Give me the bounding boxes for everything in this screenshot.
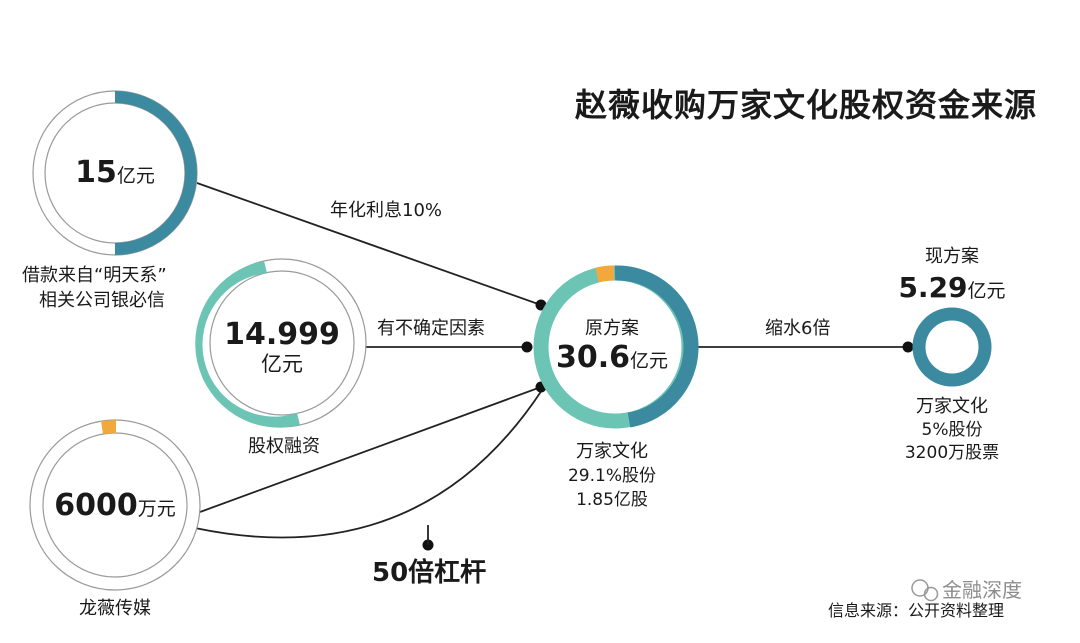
loan-ring bbox=[32, 90, 198, 256]
loan-caption-line2: 相关公司银必信 bbox=[39, 290, 165, 311]
equity-ring bbox=[195, 258, 367, 428]
original-plan-amount: 30.6亿元 bbox=[556, 340, 668, 376]
leverage-label: 50倍杠杆 bbox=[372, 558, 487, 588]
shrink-label: 缩水6倍 bbox=[765, 318, 831, 339]
loan-edge-label: 年化利息10% bbox=[330, 200, 443, 221]
longwei-amount-value: 6000 bbox=[54, 488, 138, 523]
edge-longwei-to-original bbox=[199, 386, 542, 513]
current-plan-amount-value: 5.29 bbox=[898, 271, 968, 304]
equity-amount-value: 14.999 bbox=[224, 317, 340, 352]
original-plan-amount-value: 30.6 bbox=[555, 340, 631, 375]
current-plan-stake: 5%股份 bbox=[921, 420, 983, 440]
original-plan-company: 万家文化 bbox=[576, 441, 648, 462]
equity-edge-label: 有不确定因素 bbox=[377, 318, 485, 339]
loan-amount-value: 15 bbox=[75, 155, 117, 190]
longwei-amount: 6000万元 bbox=[54, 488, 176, 524]
wechat-icon bbox=[911, 579, 939, 602]
watermark-text: 金融深度 bbox=[942, 578, 1022, 602]
loan-amount: 15亿元 bbox=[75, 155, 155, 191]
edge-longwei-leverage-curve bbox=[194, 389, 543, 539]
connector-dot bbox=[521, 341, 533, 353]
source-note: 信息来源：公开资料整理 bbox=[828, 601, 1005, 620]
original-plan-label: 原方案 bbox=[585, 318, 639, 339]
equity-amount-unit: 亿元 bbox=[261, 352, 303, 376]
equity-caption: 股权融资 bbox=[248, 436, 320, 457]
current-plan-ring bbox=[912, 307, 992, 387]
longwei-amount-unit: 万元 bbox=[137, 498, 176, 520]
edge-loan-to-original bbox=[196, 182, 542, 306]
longwei-caption: 龙薇传媒 bbox=[79, 598, 151, 619]
longwei-ring bbox=[29, 419, 201, 591]
current-plan-shares: 3200万股票 bbox=[904, 443, 1000, 463]
current-plan-amount: 5.29亿元 bbox=[898, 271, 1005, 305]
original-plan-stake: 29.1%股份 bbox=[567, 466, 657, 486]
current-plan-company: 万家文化 bbox=[916, 396, 988, 417]
current-plan-amount-unit: 亿元 bbox=[967, 280, 1006, 302]
original-plan-ring bbox=[533, 265, 699, 429]
connector-dot bbox=[902, 341, 914, 353]
current-plan-label: 现方案 bbox=[925, 246, 979, 267]
diagram-title: 赵薇收购万家文化股权资金来源 bbox=[575, 86, 1038, 124]
loan-amount-unit: 亿元 bbox=[116, 165, 155, 187]
loan-caption-line1: 借款来自“明天系” bbox=[22, 265, 167, 286]
original-plan-amount-unit: 亿元 bbox=[630, 350, 669, 372]
original-plan-shares: 1.85亿股 bbox=[576, 490, 648, 510]
